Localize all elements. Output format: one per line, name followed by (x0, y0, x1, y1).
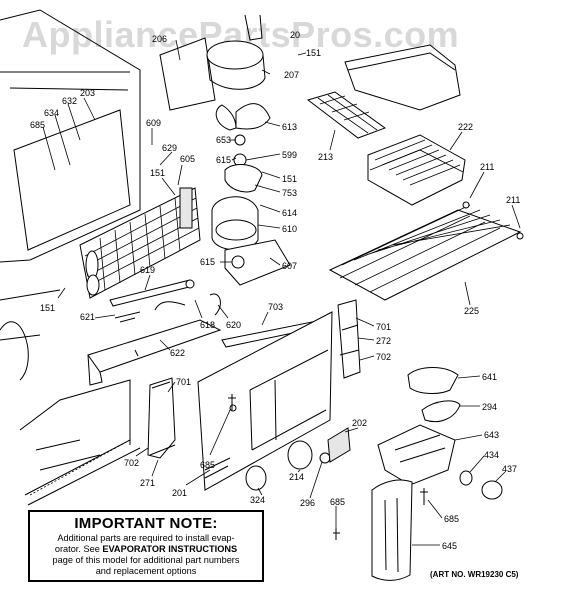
callout-621: 621 (80, 312, 95, 322)
callout-610: 610 (282, 224, 297, 234)
callout-685: 685 (30, 120, 45, 130)
callout-272: 272 (376, 336, 391, 346)
fan-housing-top (159, 14, 266, 111)
callout-296: 296 (300, 498, 315, 508)
drain-trough (87, 319, 222, 386)
callout-641: 641 (482, 372, 497, 382)
important-note-box: IMPORTANT NOTE: Additional parts are req… (28, 510, 264, 582)
callout-701: 701 (176, 377, 191, 387)
leader-lines (42, 39, 521, 546)
cabinet-drawing (0, 9, 141, 506)
small-parts (245, 427, 351, 540)
callout-702: 702 (376, 352, 391, 362)
callout-605: 605 (180, 154, 195, 164)
ice-bin (344, 44, 461, 111)
wire-harness (154, 293, 221, 316)
callout-151: 151 (306, 48, 321, 58)
callout-701: 701 (376, 322, 391, 332)
evaporator-cover (197, 311, 333, 491)
callout-634: 634 (44, 108, 59, 118)
callout-615: 615 (216, 155, 231, 165)
callout-609: 609 (146, 118, 161, 128)
callout-271: 271 (140, 478, 155, 488)
callout-202: 202 (352, 418, 367, 428)
callout-201: 201 (172, 488, 187, 498)
defrost-heater (109, 279, 195, 323)
callout-151: 151 (40, 303, 55, 313)
callout-294: 294 (482, 402, 497, 412)
callout-615: 615 (200, 257, 215, 267)
callout-211: 211 (480, 162, 494, 172)
motor-bracket (211, 164, 291, 286)
note-line-2a: orator. See (54, 544, 103, 554)
callout-213: 213 (318, 152, 333, 162)
callout-434: 434 (484, 450, 499, 460)
callout-645: 645 (442, 541, 457, 551)
callout-622: 622 (170, 348, 185, 358)
air-duct-left (147, 377, 176, 459)
callout-619: 619 (140, 265, 155, 275)
ice-tray (306, 91, 387, 139)
callout-225: 225 (464, 306, 479, 316)
callout-685: 685 (444, 514, 459, 524)
air-duct-right (337, 299, 361, 379)
callout-653: 653 (216, 135, 231, 145)
callout-618: 618 (200, 320, 215, 330)
callout-222: 222 (458, 122, 473, 132)
callout-613: 613 (282, 122, 297, 132)
callout-643: 643 (484, 430, 499, 440)
callout-629: 629 (162, 143, 177, 153)
callout-607: 607 (282, 261, 297, 271)
note-line-2b: EVAPORATOR INSTRUCTIONS (102, 544, 238, 554)
note-line-4: and replacement options (95, 566, 197, 576)
callout-labels: 203 632 634 685 609 629 605 151 619 621 … (30, 30, 520, 551)
callout-214: 214 (289, 472, 304, 482)
callout-206: 206 (152, 34, 167, 44)
dispenser-parts (377, 367, 503, 500)
callout-207: 207 (284, 70, 299, 80)
note-line-1: Additional parts are required to install… (57, 533, 235, 543)
callout-614: 614 (282, 208, 297, 218)
screws (228, 394, 428, 505)
important-note-body: Additional parts are required to install… (30, 533, 262, 577)
note-line-3: page of this model for additional part n… (52, 555, 240, 565)
callout-203: 203 (80, 88, 95, 98)
callout-599: 599 (282, 150, 297, 160)
callout-753: 753 (282, 188, 297, 198)
freezer-shelf (328, 201, 524, 301)
dispenser-funnel (371, 479, 413, 581)
callout-437: 437 (502, 464, 517, 474)
callout-685: 685 (200, 460, 215, 470)
callout-20: 20 (290, 30, 300, 40)
callout-620: 620 (226, 320, 241, 330)
callout-702: 702 (124, 458, 139, 468)
callout-324: 324 (250, 495, 265, 505)
art-number: (ART NO. WR19230 C5) (430, 570, 519, 579)
evaporator-coil (79, 187, 201, 299)
callout-703: 703 (268, 302, 283, 312)
callout-211: 211 (506, 195, 520, 205)
callout-632: 632 (62, 96, 77, 106)
callout-151: 151 (282, 174, 297, 184)
callout-685: 685 (330, 497, 345, 507)
fan-blade (215, 103, 271, 167)
wire-basket (367, 134, 466, 206)
important-note-title: IMPORTANT NOTE: (74, 515, 218, 532)
callout-151: 151 (150, 168, 165, 178)
